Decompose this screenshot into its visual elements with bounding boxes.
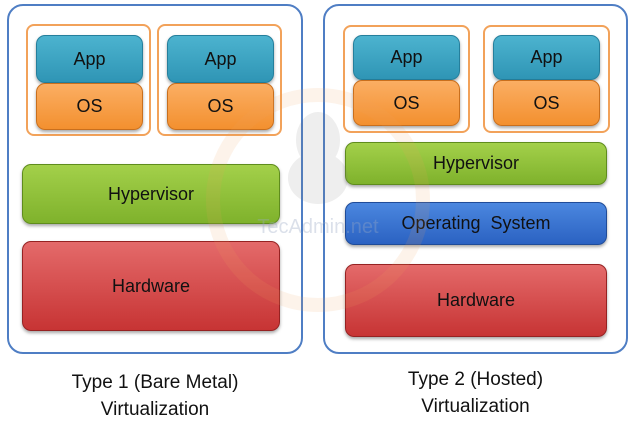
type1-vm2-os-layer: OS (167, 83, 274, 130)
hypervisor-label: Hypervisor (432, 153, 520, 173)
type1-vm-1: App OS (26, 24, 151, 136)
type1-caption-line1: Type 1 (Bare Metal) (71, 372, 239, 393)
type2-vm2-app-layer: App (493, 35, 600, 80)
type1-hypervisor-layer: Hypervisor (22, 164, 280, 224)
type2-panel: App OS App OS Hypervisor Operating Syste… (323, 4, 628, 354)
app-label: App (390, 47, 423, 67)
type1-caption-line2: Virtualization (100, 399, 210, 420)
type1-vm2-app-layer: App (167, 35, 274, 83)
operating-system-label: Operating System (401, 213, 551, 233)
type2-vm-2: App OS (483, 25, 610, 133)
os-label: OS (533, 92, 560, 113)
type2-caption: Type 2 (Hosted) Virtualization (323, 366, 628, 420)
type1-caption: Type 1 (Bare Metal) Virtualization (7, 369, 303, 423)
os-label: OS (207, 96, 234, 116)
os-label: OS (393, 92, 420, 113)
type1-vm1-app-layer: App (36, 35, 143, 83)
os-label: OS (76, 96, 103, 116)
type2-vm-1: App OS (343, 25, 470, 133)
app-label: App (73, 48, 106, 69)
app-label: App (204, 48, 237, 69)
type1-vm-2: App OS (157, 24, 282, 136)
type2-caption-line2: Virtualization (421, 396, 530, 417)
hardware-label: Hardware (436, 290, 516, 310)
type2-hypervisor-layer: Hypervisor (345, 142, 607, 185)
type1-hardware-layer: Hardware (22, 241, 280, 331)
type1-vm1-os-layer: OS (36, 83, 143, 130)
type1-panel: App OS App OS Hypervisor Hardware (7, 4, 303, 354)
app-label: App (530, 47, 563, 67)
type2-hardware-layer: Hardware (345, 264, 607, 337)
type2-vm2-os-layer: OS (493, 80, 600, 126)
type2-caption-line1: Type 2 (Hosted) (407, 369, 544, 390)
type2-vm1-app-layer: App (353, 35, 460, 80)
type2-vm1-os-layer: OS (353, 80, 460, 126)
hypervisor-label: Hypervisor (107, 183, 195, 204)
hardware-label: Hardware (111, 275, 191, 296)
type2-operating-system-layer: Operating System (345, 202, 607, 245)
